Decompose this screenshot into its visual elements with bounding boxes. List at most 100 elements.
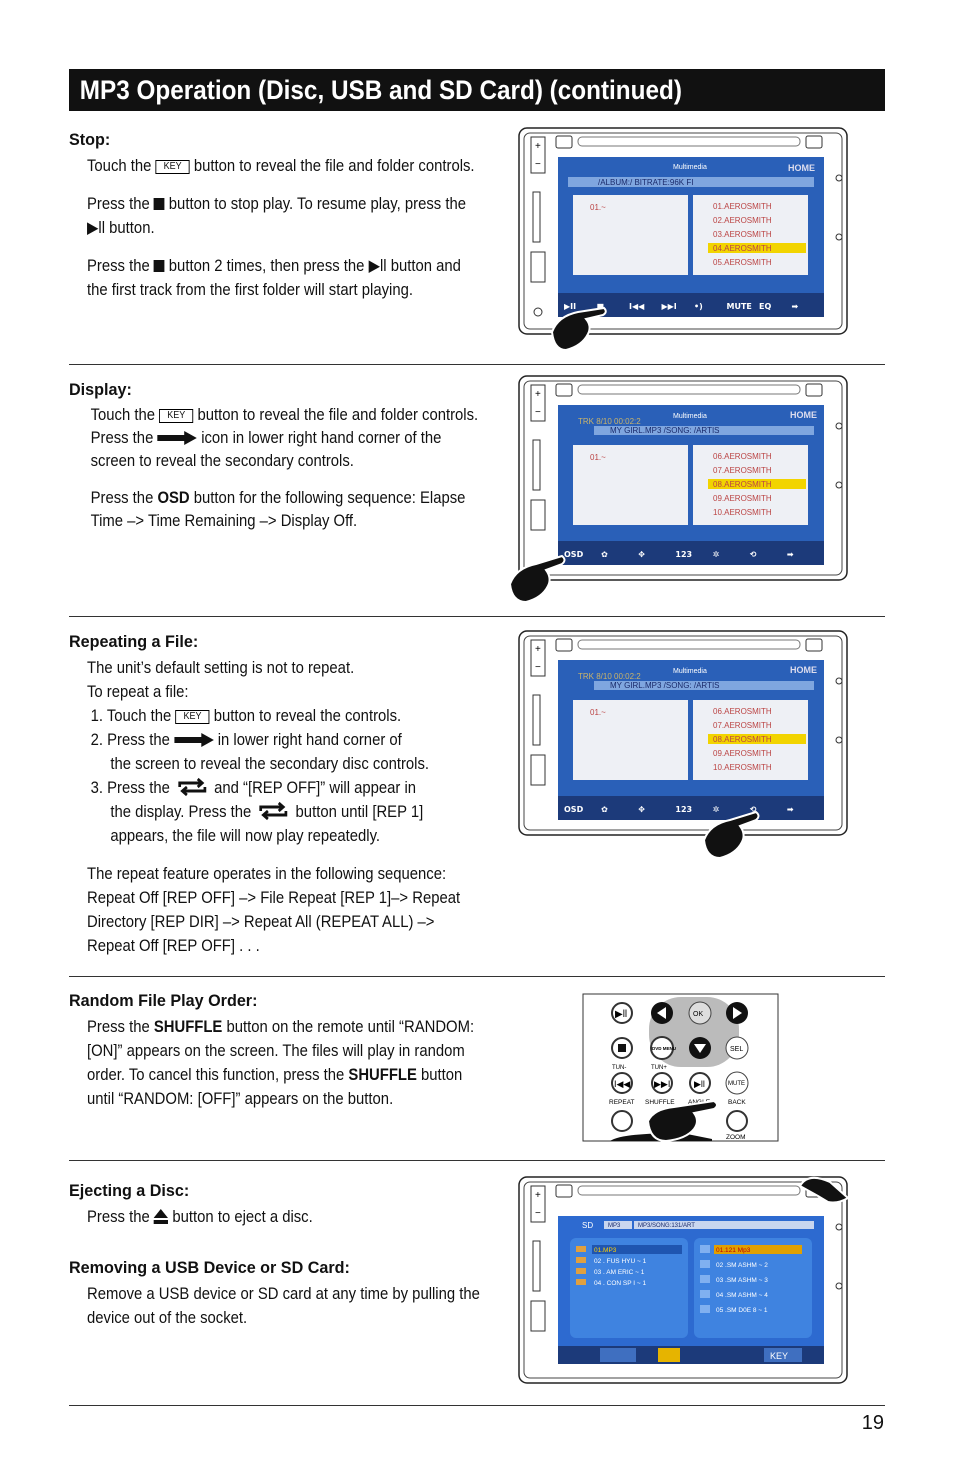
file-list: 06.AEROSMITH07.AEROSMITH08.AEROSMITH09.A… bbox=[708, 452, 806, 517]
play-pause-icon: ▶︎ll bbox=[87, 219, 106, 237]
sd-folder-item: 03 . AM ERIC ~ 1 bbox=[594, 1269, 645, 1276]
eject-body: Press the button to eject a disc. bbox=[69, 1205, 483, 1229]
file-item: 05.AEROSMITH bbox=[713, 258, 772, 267]
title-banner: MP3 Operation (Disc, USB and SD Card) (c… bbox=[69, 69, 885, 111]
folder-item: 01.~ bbox=[590, 453, 606, 462]
sd-file-item: 05 .SM D0E 8 ~ 1 bbox=[716, 1307, 768, 1314]
text: Touch the bbox=[90, 406, 156, 424]
file-item: 04.AEROSMITH bbox=[713, 244, 772, 253]
section-display: Display: Touch the KEY button to reveal … bbox=[69, 380, 489, 547]
remote-dvd-menu: DVD MENU bbox=[652, 1046, 676, 1051]
text: button to reveal the controls. bbox=[213, 707, 402, 725]
key-button-icon: KEY bbox=[155, 160, 190, 174]
svg-text:−: − bbox=[535, 1208, 541, 1219]
sd-file-item: 03 .SM ASHM ~ 3 bbox=[716, 1277, 768, 1284]
control-button: ✲ bbox=[713, 550, 720, 559]
divider bbox=[69, 616, 885, 617]
text: button to reveal the file and folder con… bbox=[193, 157, 475, 175]
svg-text:−: − bbox=[535, 662, 541, 673]
remote-sel: SEL bbox=[730, 1046, 743, 1053]
text: in lower right hand corner of bbox=[217, 731, 402, 749]
pointing-hand-icon bbox=[550, 306, 607, 352]
text: button. bbox=[109, 219, 155, 237]
right-arrow-icon bbox=[173, 733, 214, 747]
file-item: 10.AEROSMITH bbox=[713, 763, 772, 772]
svg-text:I◀◀: I◀◀ bbox=[614, 1079, 630, 1089]
control-button: ■ bbox=[597, 302, 605, 311]
sd-file-item: 01.121 Mp3 bbox=[716, 1247, 751, 1254]
stop-body: Touch the KEY button to reveal the file … bbox=[69, 154, 483, 302]
file-item: 08.AEROSMITH bbox=[713, 480, 772, 489]
remote-control: ▶ll OK DVD MENU SEL TUN- TUN+ I◀◀ ▶▶I ▶l… bbox=[582, 993, 779, 1143]
screen-home: HOME bbox=[788, 163, 815, 173]
control-button: MUTE bbox=[727, 302, 752, 311]
svg-text:▶ll: ▶ll bbox=[615, 1009, 627, 1020]
sd-file-item: 04 .SM ASHM ~ 4 bbox=[716, 1292, 768, 1299]
text: the screen to reveal the secondary disc … bbox=[110, 755, 430, 773]
control-button: ▶II bbox=[564, 302, 576, 311]
control-button: ✿ bbox=[601, 805, 608, 814]
divider bbox=[69, 1160, 885, 1161]
text: Press the bbox=[87, 195, 150, 213]
eject-heading: Ejecting a Disc: bbox=[69, 1181, 190, 1200]
file-item: 10.AEROSMITH bbox=[713, 508, 772, 517]
repeat-heading: Repeating a File: bbox=[69, 632, 199, 651]
file-item: 09.AEROSMITH bbox=[713, 749, 772, 758]
remote-tun-minus: TUN- bbox=[612, 1065, 626, 1071]
text: button until “RANDOM: [OFF]” appears on … bbox=[87, 1066, 463, 1108]
display-body: Touch the KEY button to reveal the file … bbox=[69, 404, 487, 533]
svg-text:−: − bbox=[535, 407, 541, 418]
file-item: 06.AEROSMITH bbox=[713, 707, 772, 716]
screen-header: Multimedia bbox=[673, 668, 707, 675]
text: icon in lower right hand corner of the s… bbox=[90, 429, 442, 470]
remove-heading: Removing a USB Device or SD Card: bbox=[69, 1258, 350, 1277]
head-unit-screen-2: + − TRK 8/10 00:02:2 Multimedia HOME MY … bbox=[518, 375, 848, 581]
play-pause-icon: ▶︎ll bbox=[368, 257, 387, 275]
control-button: ➡ bbox=[787, 805, 794, 814]
svg-text:+: + bbox=[535, 1190, 541, 1201]
text: Press the bbox=[87, 1018, 150, 1036]
control-button: ➡ bbox=[792, 302, 799, 311]
right-arrow-icon bbox=[157, 431, 198, 445]
osd-label: OSD bbox=[157, 489, 190, 507]
screen-header: Multimedia bbox=[673, 413, 707, 420]
section-repeat: Repeating a File: The unit’s default set… bbox=[69, 632, 509, 958]
svg-text:▶▶I: ▶▶I bbox=[654, 1079, 670, 1089]
text: Press the bbox=[87, 257, 150, 275]
file-item: 06.AEROSMITH bbox=[713, 452, 772, 461]
sd-folder-item: 01.MP3 bbox=[594, 1247, 617, 1254]
control-button: ✲ bbox=[713, 805, 720, 814]
remote-back: BACK bbox=[728, 1099, 746, 1106]
svg-text:+: + bbox=[535, 644, 541, 655]
control-bar: OSD✿✥123✲⟲➡ bbox=[564, 550, 794, 559]
text: Press the bbox=[90, 489, 154, 507]
control-button: ⟲ bbox=[750, 550, 757, 559]
control-button: ✥ bbox=[638, 805, 645, 814]
text: button to eject a disc. bbox=[172, 1208, 313, 1226]
repeat-icon bbox=[259, 801, 288, 821]
screen-mp3: MP3 bbox=[608, 1223, 621, 1229]
screen-home: HOME bbox=[790, 665, 817, 675]
divider bbox=[69, 364, 885, 365]
key-button-icon: KEY bbox=[159, 409, 194, 423]
remote-repeat: REPEAT bbox=[609, 1099, 635, 1106]
screen-key: KEY bbox=[770, 1351, 788, 1361]
screen-trk: TRK 8/10 00:02:2 bbox=[578, 417, 641, 426]
screen-path: MY GIRL.MP3 /SONG: /ARTIS bbox=[610, 426, 720, 435]
eject-icon bbox=[153, 1209, 169, 1224]
head-unit-screen-3: + − TRK 8/10 00:02:2 Multimedia HOME MY … bbox=[518, 630, 848, 836]
text: 1. Touch the bbox=[90, 707, 172, 725]
control-button: OSD bbox=[564, 550, 584, 559]
file-item: 09.AEROSMITH bbox=[713, 494, 772, 503]
page-title: MP3 Operation (Disc, USB and SD Card) (c… bbox=[79, 75, 682, 105]
control-button: •) bbox=[694, 302, 703, 311]
svg-text:+: + bbox=[535, 389, 541, 400]
repeat-icon bbox=[178, 777, 206, 797]
text: button for the following sequence: Elaps… bbox=[90, 489, 466, 530]
shuffle-label: SHUFFLE bbox=[348, 1066, 417, 1084]
control-button: ➡ bbox=[787, 550, 794, 559]
text: The repeat feature operates in the follo… bbox=[87, 865, 461, 955]
text: button to stop play. To resume play, pre… bbox=[168, 195, 466, 213]
